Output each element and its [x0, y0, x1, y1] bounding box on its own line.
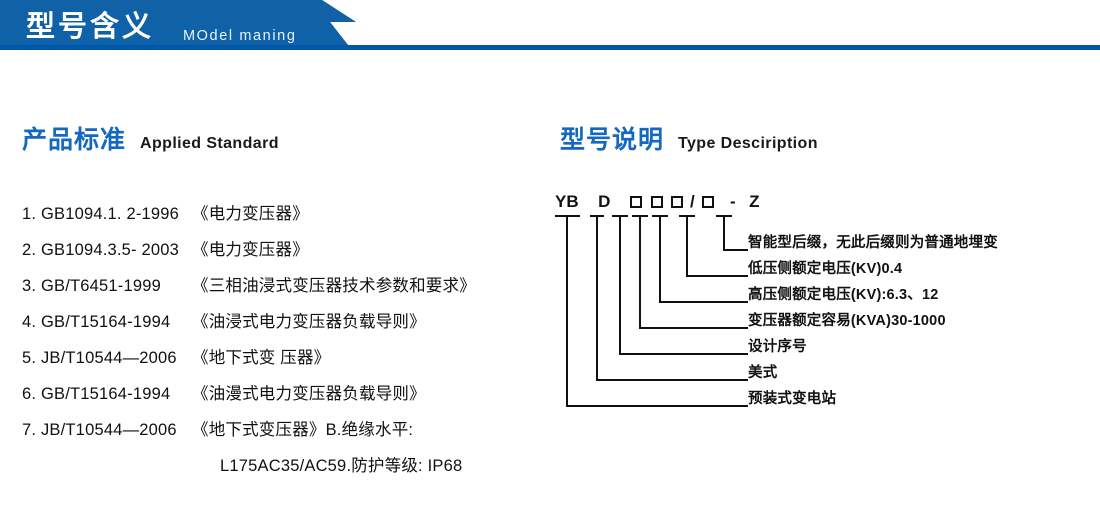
- header-banner-middle: [0, 22, 1100, 45]
- legend-item-2: 低压侧额定电压(KV)0.4: [748, 261, 903, 277]
- list-item: 6. GB/T15164-1994 《油漫式电力变压器负载导则》: [22, 376, 552, 412]
- section-heading-en-right: Type Desciription: [678, 135, 818, 152]
- legend-item-6: 美式: [748, 365, 778, 381]
- header-banner-step-lower: [318, 22, 348, 45]
- code-box-3: [671, 196, 684, 209]
- type-code-diagram: YB D / - Z: [548, 192, 1093, 442]
- standard-name-7-continuation: L175AC35/AC59.防护等级: IP68: [220, 457, 463, 475]
- code-seg-yb: YB: [555, 192, 579, 211]
- section-heading-applied-standard: 产品标准 Applied Standard: [22, 120, 279, 156]
- legend-item-5: 设计序号: [748, 339, 807, 355]
- code-seg-z: Z: [749, 192, 760, 211]
- list-item: 3. GB/T6451-1999 《三相油浸式变压器技术参数和要求》: [22, 268, 552, 304]
- page-header: 型号含义 MOdel maning: [0, 0, 1100, 58]
- standard-name-5: 《地下式变 压器》: [192, 349, 331, 367]
- type-code-string: YB D / - Z: [555, 192, 760, 212]
- standards-list: 1. GB1094.1. 2-1996 《电力变压器》 2. GB1094.3.5…: [22, 196, 552, 484]
- list-item: 7. JB/T10544—2006 《地下式变压器》B.绝缘水平:: [22, 412, 552, 448]
- section-heading-cn-right: 型号说明: [560, 126, 665, 154]
- standard-code-3: 3. GB/T6451-1999: [22, 277, 161, 295]
- standard-name-3: 《三相油浸式变压器技术参数和要求》: [192, 277, 476, 295]
- header-banner-shape: [0, 0, 1100, 50]
- header-title-en: MOdel maning: [183, 28, 297, 44]
- code-box-4: [701, 196, 714, 209]
- header-title-cn: 型号含义: [26, 11, 155, 43]
- type-code-leader-lines: [555, 215, 748, 407]
- section-heading-type-description: 型号说明 Type Desciription: [560, 120, 818, 156]
- code-seg-d: D: [598, 192, 611, 211]
- standard-code-7: 7. JB/T10544—2006: [22, 421, 177, 439]
- standard-name-7: 《地下式变压器》B.绝缘水平:: [192, 421, 414, 439]
- legend-item-1: 智能型后缀，无此后缀则为普通地埋变: [748, 235, 998, 251]
- list-item: 4. GB/T15164-1994 《油浸式电力变压器负载导则》: [22, 304, 552, 340]
- legend-item-7: 预装式变电站: [748, 391, 837, 407]
- section-heading-cn-left: 产品标准: [22, 126, 127, 154]
- standard-name-2: 《电力变压器》: [192, 241, 309, 259]
- section-heading-en-left: Applied Standard: [140, 135, 279, 152]
- code-seg-dash: -: [729, 192, 736, 211]
- code-seg-slash: /: [690, 192, 695, 211]
- standard-code-6: 6. GB/T15164-1994: [22, 385, 171, 403]
- header-banner-step-upper: [322, 0, 356, 22]
- standard-code-1: 1. GB1094.1. 2-1996: [22, 205, 180, 223]
- list-item: 2. GB1094.3.5- 2003 《电力变压器》: [22, 232, 552, 268]
- standard-name-4: 《油浸式电力变压器负载导则》: [192, 313, 426, 331]
- standard-name-6: 《油漫式电力变压器负载导则》: [192, 385, 426, 403]
- legend-item-4: 变压器额定容易(KVA)30-1000: [748, 313, 946, 329]
- header-banner-underline: [0, 45, 1100, 50]
- standard-name-1: 《电力变压器》: [192, 205, 309, 223]
- standard-code-5: 5. JB/T10544—2006: [22, 349, 177, 367]
- code-box-2: [650, 196, 663, 209]
- standard-code-4: 4. GB/T15164-1994: [22, 313, 171, 331]
- type-legend-list: 智能型后缀，无此后缀则为普通地埋变 低压侧额定电压(KV)0.4 高压侧额定电压…: [748, 230, 998, 412]
- standard-code-2: 2. GB1094.3.5- 2003: [22, 241, 180, 259]
- list-item: 1. GB1094.1. 2-1996 《电力变压器》: [22, 196, 552, 232]
- header-banner-upper: [0, 0, 1100, 22]
- list-item: 5. JB/T10544—2006 《地下式变 压器》: [22, 340, 552, 376]
- legend-item-3: 高压侧额定电压(KV):6.3、12: [748, 287, 939, 303]
- code-box-1: [629, 196, 642, 209]
